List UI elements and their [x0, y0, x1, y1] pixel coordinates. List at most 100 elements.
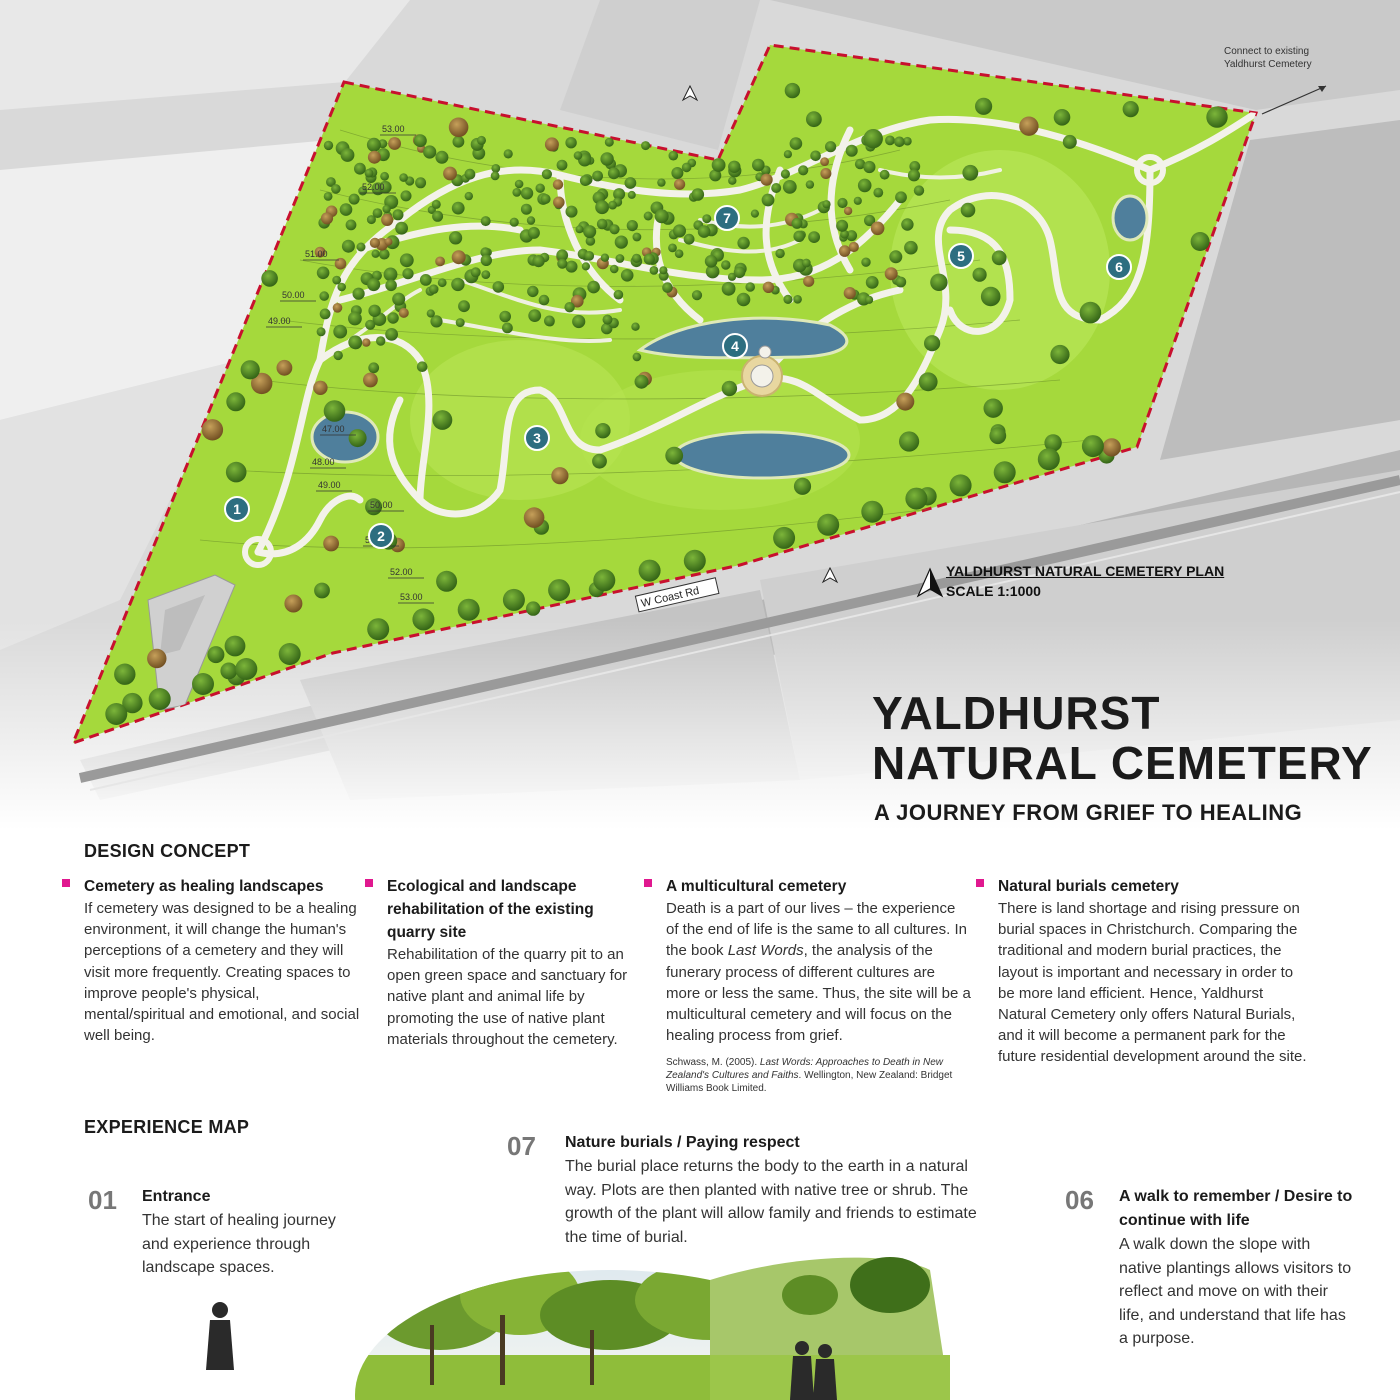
tree: [503, 149, 513, 159]
tree: [595, 200, 609, 215]
stop-marker-7[interactable]: 7: [714, 205, 740, 231]
tree: [865, 276, 879, 289]
tree: [791, 217, 803, 229]
tree: [632, 232, 642, 242]
citation-title: Last Words: Approaches to Death in New Z…: [666, 1057, 943, 1082]
tree: [319, 291, 330, 301]
bullet-marker: [644, 879, 652, 887]
tree: [1062, 134, 1077, 149]
tree: [854, 158, 866, 170]
tree: [848, 241, 859, 253]
tree: [366, 137, 381, 152]
svg-text:53.00: 53.00: [382, 124, 405, 134]
contour-label: 52.00: [360, 182, 396, 194]
tree: [339, 203, 353, 216]
svg-text:1: 1: [233, 501, 241, 517]
tree: [384, 237, 393, 246]
stop-marker-4[interactable]: 4: [722, 333, 748, 359]
tree: [240, 360, 260, 380]
tree: [638, 559, 661, 582]
tree: [379, 180, 392, 194]
stop-body: A walk down the slope with native planti…: [1119, 1236, 1352, 1347]
tree: [604, 137, 614, 147]
contour-label: 49.00: [316, 480, 352, 492]
tree: [251, 372, 273, 395]
tree: [341, 239, 355, 253]
tree: [368, 304, 381, 317]
tree: [808, 231, 820, 244]
tree: [565, 205, 578, 218]
tree: [614, 235, 628, 249]
svg-text:52.00: 52.00: [362, 182, 385, 192]
tree: [556, 249, 569, 262]
tree: [581, 262, 591, 271]
stop-marker-5[interactable]: 5: [948, 243, 974, 269]
tree: [331, 184, 341, 194]
stop-marker-6[interactable]: 6: [1106, 254, 1132, 280]
tree: [592, 453, 607, 469]
svg-text:2: 2: [377, 528, 385, 544]
stop-marker-1[interactable]: 1: [224, 496, 250, 522]
tree: [727, 272, 737, 281]
tree: [632, 352, 642, 362]
tree: [419, 274, 432, 286]
tree: [457, 598, 480, 621]
tree: [502, 588, 525, 611]
tree: [962, 164, 979, 181]
stop-marker-2[interactable]: 2: [368, 523, 394, 549]
tree: [398, 307, 409, 318]
north-arrow-small-icon: [681, 84, 699, 102]
tree: [333, 324, 348, 339]
contour-label: 48.00: [310, 457, 346, 469]
tree: [736, 292, 751, 307]
tree: [526, 216, 536, 225]
tree: [991, 250, 1007, 266]
tree: [520, 203, 532, 215]
svg-text:5: 5: [957, 248, 965, 264]
tree: [337, 282, 347, 292]
tree: [1081, 435, 1104, 458]
tree: [884, 267, 898, 281]
stop-marker-3[interactable]: 3: [524, 425, 550, 451]
tree: [705, 264, 720, 279]
tree: [544, 137, 559, 152]
tree: [673, 224, 686, 238]
tree: [864, 214, 876, 227]
tree: [284, 594, 303, 613]
svg-text:50.00: 50.00: [282, 290, 305, 300]
tree: [565, 260, 578, 273]
tree: [579, 175, 591, 187]
tree: [674, 178, 686, 190]
book-title: Last Words: [727, 942, 804, 960]
tree: [385, 328, 398, 341]
tree: [903, 136, 912, 146]
tree: [548, 579, 571, 602]
concept-body: If cemetery was designed to be a healing…: [84, 900, 360, 1045]
citation-part: Schwass, M. (2005).: [666, 1057, 760, 1069]
tree: [607, 167, 620, 180]
tree: [721, 380, 738, 397]
tree: [523, 507, 545, 528]
tree: [105, 703, 128, 725]
tree: [356, 242, 366, 252]
tree: [857, 178, 872, 193]
contour-label: 53.00: [380, 124, 416, 136]
tree: [380, 171, 389, 181]
tree: [326, 177, 336, 187]
tree: [432, 410, 453, 430]
tree: [853, 196, 862, 205]
tree: [624, 177, 637, 189]
tree: [783, 294, 793, 304]
tree: [432, 210, 444, 222]
tree: [668, 243, 677, 253]
tree: [572, 314, 586, 329]
concept-body: There is land shortage and rising pressu…: [998, 900, 1307, 1066]
tree: [348, 429, 367, 448]
concept-body: Rehabilitation of the quarry pit to an o…: [387, 946, 628, 1048]
tree: [369, 237, 380, 248]
tree: [780, 169, 791, 179]
tree: [665, 446, 684, 465]
tree: [383, 267, 398, 282]
tree: [825, 141, 837, 153]
tree: [368, 362, 380, 374]
